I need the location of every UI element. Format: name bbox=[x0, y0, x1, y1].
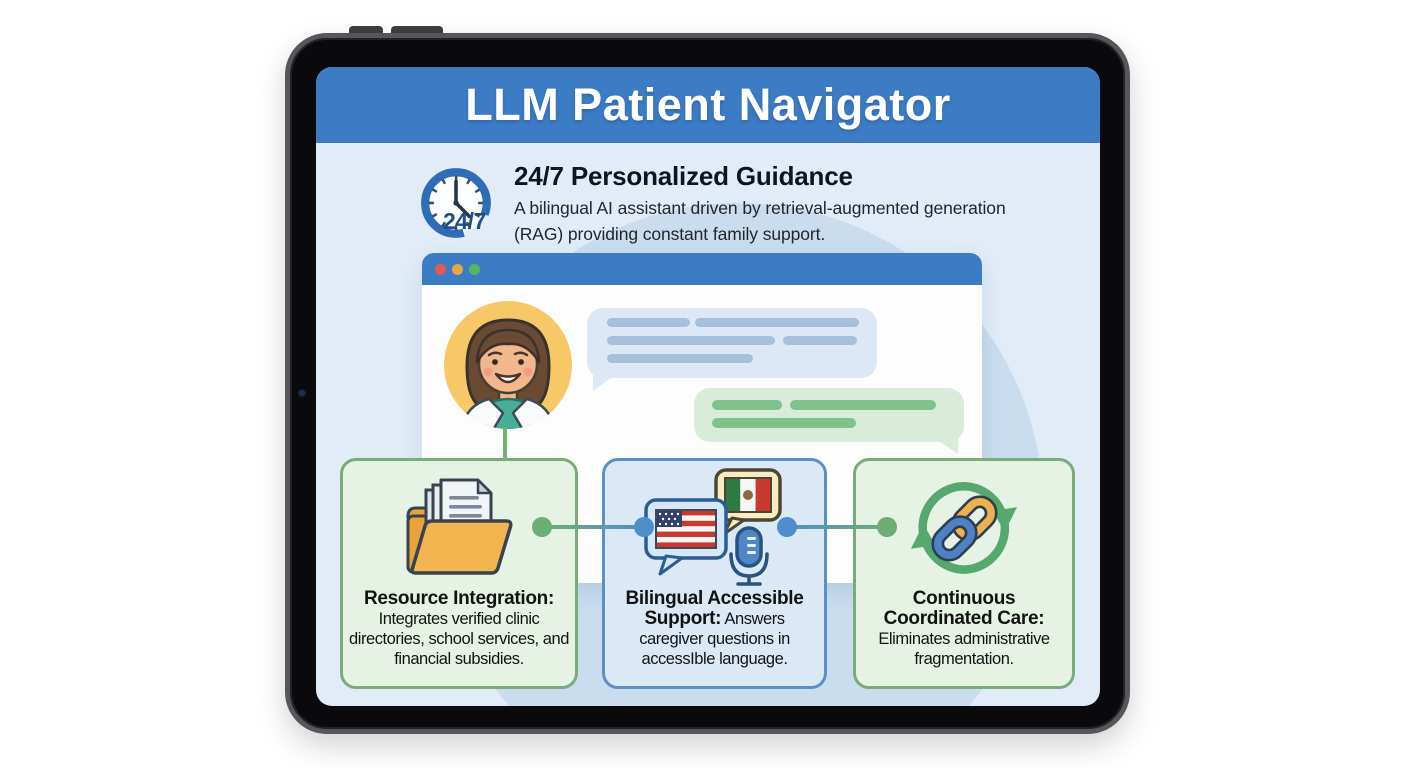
card-body: Answers caregiver questions in accessIbl… bbox=[639, 610, 790, 668]
card-title: Bilingual Accessible Support: bbox=[625, 588, 804, 629]
maximize-window-dot-icon bbox=[469, 263, 480, 275]
clinician-avatar bbox=[443, 300, 573, 430]
folder-documents-icon bbox=[398, 471, 520, 583]
connector-node-green bbox=[532, 517, 552, 537]
card-text: Resource Integration: Integrates verifie… bbox=[349, 589, 569, 669]
chat-line bbox=[607, 336, 775, 345]
chat-line bbox=[607, 318, 690, 327]
chat-line bbox=[783, 336, 857, 345]
card-text: Bilingual Accessible Support: Answers ca… bbox=[611, 589, 818, 669]
clock-24-7-icon: 24/7 bbox=[417, 164, 495, 242]
avatar-to-card-connector-line bbox=[503, 427, 507, 463]
tablet-device-frame: LLM Patient Navigator 24/7 24/7 Personal… bbox=[285, 33, 1130, 734]
connector-node-blue bbox=[777, 517, 797, 537]
tablet-screen: LLM Patient Navigator 24/7 24/7 Personal… bbox=[316, 67, 1100, 706]
card-title: Resource Integration: bbox=[363, 588, 555, 609]
connector-node-green bbox=[877, 517, 897, 537]
chat-line bbox=[712, 400, 782, 410]
incoming-chat-bubble bbox=[587, 308, 877, 391]
page-title: LLM Patient Navigator bbox=[465, 79, 951, 130]
sync-chain-icon bbox=[907, 471, 1021, 583]
card2-card3-connector-line bbox=[787, 525, 887, 529]
browser-title-bar bbox=[422, 253, 982, 285]
chat-line bbox=[607, 354, 753, 363]
header-banner: LLM Patient Navigator bbox=[316, 67, 1100, 143]
card-resource-integration: Resource Integration: Integrates verifie… bbox=[340, 458, 578, 689]
minimize-window-dot-icon bbox=[452, 263, 463, 275]
card-body: Eliminates administrative fragmentation. bbox=[878, 630, 1050, 668]
guidance-heading: 24/7 Personalized Guidance bbox=[514, 161, 853, 191]
card-text: Continuous Coordinated Care: Eliminates … bbox=[862, 589, 1066, 669]
card-continuous-care: Continuous Coordinated Care: Eliminates … bbox=[853, 458, 1075, 689]
bilingual-speech-mic-icon bbox=[640, 468, 790, 586]
close-window-dot-icon bbox=[435, 263, 446, 275]
card-body: Integrates verified clinic directories, … bbox=[349, 610, 569, 668]
card-bilingual-support: Bilingual Accessible Support: Answers ca… bbox=[602, 458, 827, 689]
card-title: Continuous Coordinated Care: bbox=[883, 588, 1045, 629]
chat-line bbox=[695, 318, 859, 327]
guidance-description: A bilingual AI assistant driven by retri… bbox=[514, 198, 1006, 244]
chat-line bbox=[790, 400, 936, 410]
outgoing-chat-bubble bbox=[694, 388, 964, 454]
connector-node-blue bbox=[634, 517, 654, 537]
card1-card2-connector-line bbox=[542, 525, 644, 529]
clock-badge-label: 24/7 bbox=[443, 208, 486, 234]
front-camera-dot bbox=[299, 390, 305, 396]
chat-line bbox=[712, 418, 856, 428]
